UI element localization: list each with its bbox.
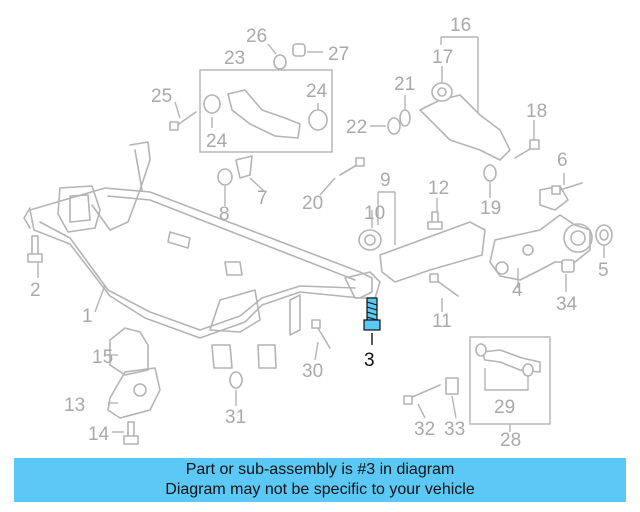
bolt-part-3-drawing	[363, 297, 381, 331]
mounts-drawing	[107, 327, 161, 419]
callout-10: 10	[364, 203, 385, 224]
callout-17: 17	[432, 47, 453, 68]
callout-1: 1	[82, 306, 93, 327]
callout-20: 20	[302, 193, 323, 214]
callout-21: 21	[394, 74, 415, 95]
callout-27: 27	[328, 44, 349, 65]
callout-7: 7	[257, 188, 268, 209]
callout-19: 19	[480, 198, 501, 219]
knuckle-part-4-drawing	[489, 185, 593, 281]
callout-13: 13	[64, 395, 85, 416]
callout-14: 14	[88, 424, 110, 445]
callout-26: 26	[246, 26, 267, 47]
banner-line-1: Part or sub-assembly is #3 in diagram	[185, 461, 455, 478]
callout-5: 5	[598, 260, 609, 281]
callout-28: 28	[500, 430, 521, 451]
callout-30: 30	[302, 361, 323, 382]
callout-9: 9	[380, 170, 391, 191]
callout-12: 12	[428, 178, 449, 199]
callout-6: 6	[557, 150, 568, 171]
callout-8: 8	[219, 204, 230, 225]
subframe-drawing	[23, 141, 381, 369]
callout-11: 11	[432, 311, 452, 332]
banner-line-2: Diagram may not be specific to your vehi…	[165, 481, 475, 498]
small-parts-drawing	[123, 43, 613, 445]
callout-labels: 1 2 3 4 5 6 7 8 9 10 11 12 13 14 15 16 1…	[30, 15, 609, 451]
info-banner: Part or sub-assembly is #3 in diagram Di…	[14, 458, 626, 502]
callout-16: 16	[450, 15, 471, 36]
callout-32: 32	[414, 419, 435, 440]
callout-15: 15	[92, 347, 113, 368]
arm-part-16-drawing	[419, 82, 511, 161]
callout-31: 31	[225, 407, 246, 428]
callout-2: 2	[30, 280, 41, 301]
callout-34: 34	[556, 294, 578, 315]
callout-18: 18	[526, 101, 547, 122]
callout-22: 22	[346, 117, 367, 138]
callout-24-upper: 24	[306, 81, 328, 102]
callout-29: 29	[494, 397, 515, 418]
callout-33: 33	[444, 419, 465, 440]
box-23-drawing	[199, 69, 333, 153]
callout-23: 23	[224, 48, 245, 69]
callout-25: 25	[151, 86, 172, 107]
leader-lines	[37, 36, 605, 433]
callout-24-lower: 24	[206, 131, 228, 152]
callout-4: 4	[512, 280, 523, 301]
bolt-part-2-drawing	[27, 235, 43, 263]
arm-part-9-drawing	[358, 221, 486, 283]
callout-3: 3	[364, 350, 375, 371]
